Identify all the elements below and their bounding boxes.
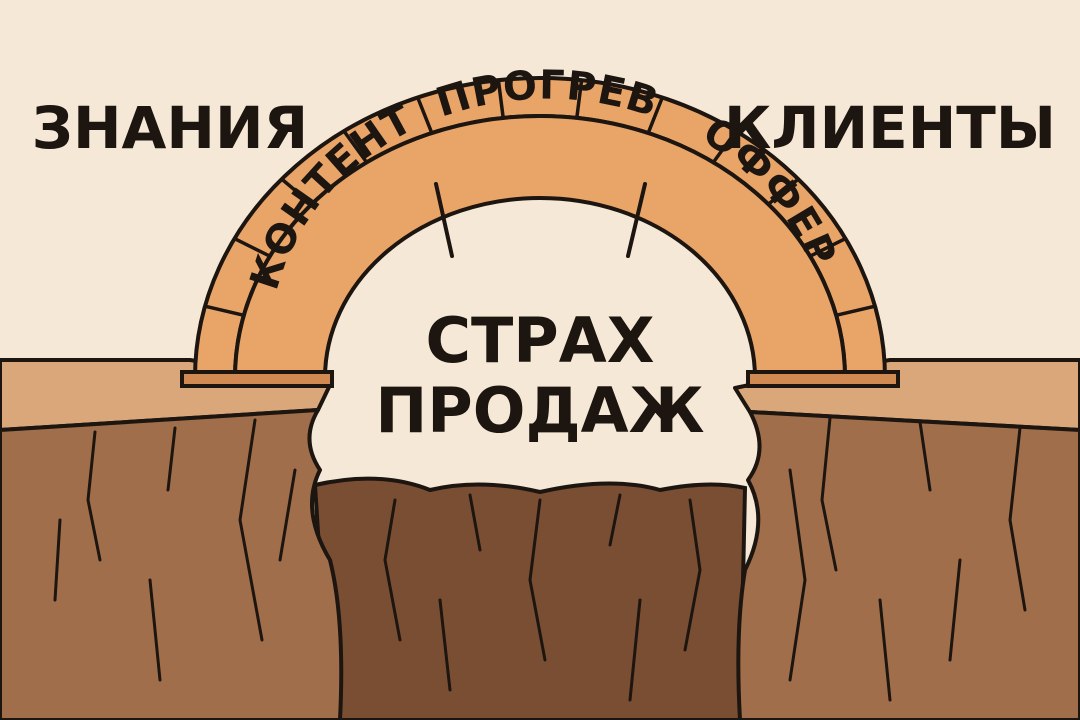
brick-joint bbox=[575, 78, 584, 120]
chasm-cracks bbox=[383, 493, 702, 702]
brick-joint bbox=[232, 236, 272, 258]
chasm bbox=[312, 476, 748, 720]
right-label: КЛИЕНТЫ bbox=[724, 94, 1056, 162]
brick-joint bbox=[342, 129, 369, 165]
brick-joint bbox=[766, 177, 800, 207]
brick-joint bbox=[280, 177, 314, 207]
brick-joint bbox=[415, 95, 434, 135]
brick-joint bbox=[834, 304, 877, 318]
brick-joint bbox=[711, 129, 738, 165]
brick-joint bbox=[808, 236, 848, 258]
right-cliff bbox=[733, 358, 1080, 720]
brick-joint bbox=[646, 95, 665, 135]
arch-bridge bbox=[180, 76, 900, 388]
gap-label-line1: СТРАХ bbox=[425, 304, 654, 377]
left-cliff bbox=[0, 358, 344, 720]
left-label: ЗНАНИЯ bbox=[32, 94, 308, 162]
brick-joint bbox=[496, 78, 505, 120]
gap-label-line2: ПРОДАЖ bbox=[375, 374, 704, 447]
brick-joint bbox=[203, 304, 246, 318]
